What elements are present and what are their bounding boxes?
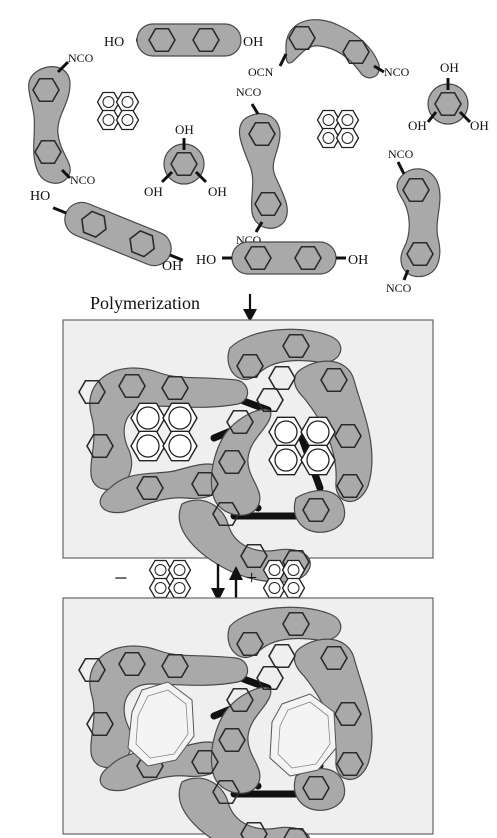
oh-label: OH: [470, 118, 489, 133]
oh-label: OH: [440, 60, 459, 75]
remove-sign: −: [114, 566, 128, 592]
diisocyanate-monomer-left: NCO NCO: [28, 51, 96, 187]
diisocyanate-monomer-top-right: OCN NCO: [248, 19, 410, 79]
polymerization-step: Polymerization: [90, 293, 257, 322]
pyrene-template: [316, 109, 360, 149]
diisocyanate-monomer-middle: NCO NCO: [236, 85, 288, 247]
nco-label: NCO: [68, 51, 94, 65]
add-sign: +: [246, 567, 257, 589]
pyrene-template: [96, 91, 140, 131]
ho-label: HO: [196, 253, 216, 268]
nco-label: NCO: [70, 173, 96, 187]
down-arrow-icon: [243, 294, 257, 322]
oh-label: OH: [408, 118, 427, 133]
ho-label: HO: [104, 35, 124, 50]
oh-label: OH: [175, 122, 194, 137]
oh-label: OH: [243, 35, 263, 50]
template-exchange: − +: [114, 559, 306, 604]
oh-label: OH: [208, 184, 227, 199]
oh-label: OH: [348, 253, 368, 268]
diol-monomer-bottom: HO OH: [196, 241, 368, 275]
nco-label: NCO: [384, 65, 410, 79]
ocn-label: OCN: [248, 65, 274, 79]
oh-label: OH: [144, 184, 163, 199]
triol-monomer-right: OH OH OH: [408, 60, 489, 133]
oh-label: OH: [162, 259, 182, 274]
nco-label: NCO: [236, 85, 262, 99]
triol-monomer-center: OH OH OH: [144, 122, 227, 199]
nco-label: NCO: [388, 147, 414, 161]
empty-cavity: [269, 693, 337, 777]
empty-cavity: [127, 681, 195, 767]
nco-label: NCO: [386, 281, 412, 295]
diol-monomer-diagonal: [52, 201, 184, 267]
imprinted-polymer-with-cavities: [62, 597, 434, 838]
polymerization-label: Polymerization: [90, 293, 200, 313]
released-pyrene: [148, 559, 192, 599]
imprinted-polymer-with-template: [62, 319, 434, 582]
down-arrow-icon: [211, 564, 225, 602]
ho-label: HO: [30, 189, 50, 204]
diol-monomer-top: HO OH: [104, 23, 263, 57]
diisocyanate-monomer-right: NCO NCO: [386, 147, 441, 295]
monomer-solution: HO OH OCN NCO NCO NCO: [28, 19, 489, 295]
